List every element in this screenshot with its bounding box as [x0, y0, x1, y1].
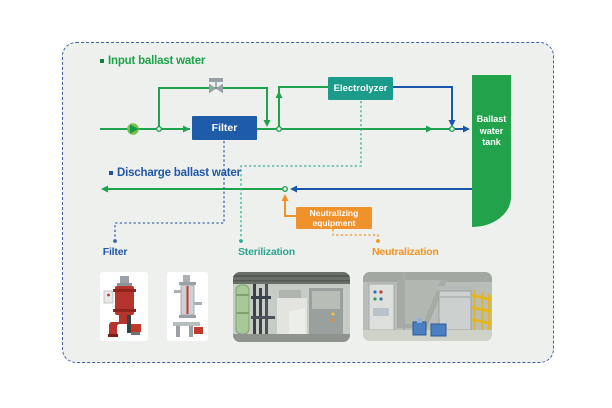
neutralization-stage-label: Neutralization	[372, 246, 439, 258]
sterilization-stage-label: Sterilization	[238, 246, 295, 258]
discharge-legend-label: Discharge ballast water	[117, 167, 241, 179]
sterilization-plant-photo	[233, 272, 350, 342]
electrolyzer-box: Electrolyzer	[328, 77, 393, 100]
input-ballast-water-legend: Input ballast water	[100, 55, 205, 67]
filter-equipment-photo-2	[167, 272, 208, 341]
square-bullet-icon	[100, 59, 104, 63]
neutralizing-equipment-box: Neutralizing equipment	[296, 207, 372, 229]
ballast-water-tank: Ballast water tank	[472, 75, 511, 227]
filter-box: Filter	[192, 116, 257, 140]
neutralization-equipment-photo	[363, 272, 492, 341]
filter-equipment-photo-1	[100, 272, 148, 341]
input-legend-label: Input ballast water	[108, 55, 206, 67]
discharge-ballast-water-legend: Discharge ballast water	[109, 167, 241, 179]
filter-stage-label: Filter	[102, 246, 128, 258]
square-bullet-icon	[109, 171, 113, 175]
